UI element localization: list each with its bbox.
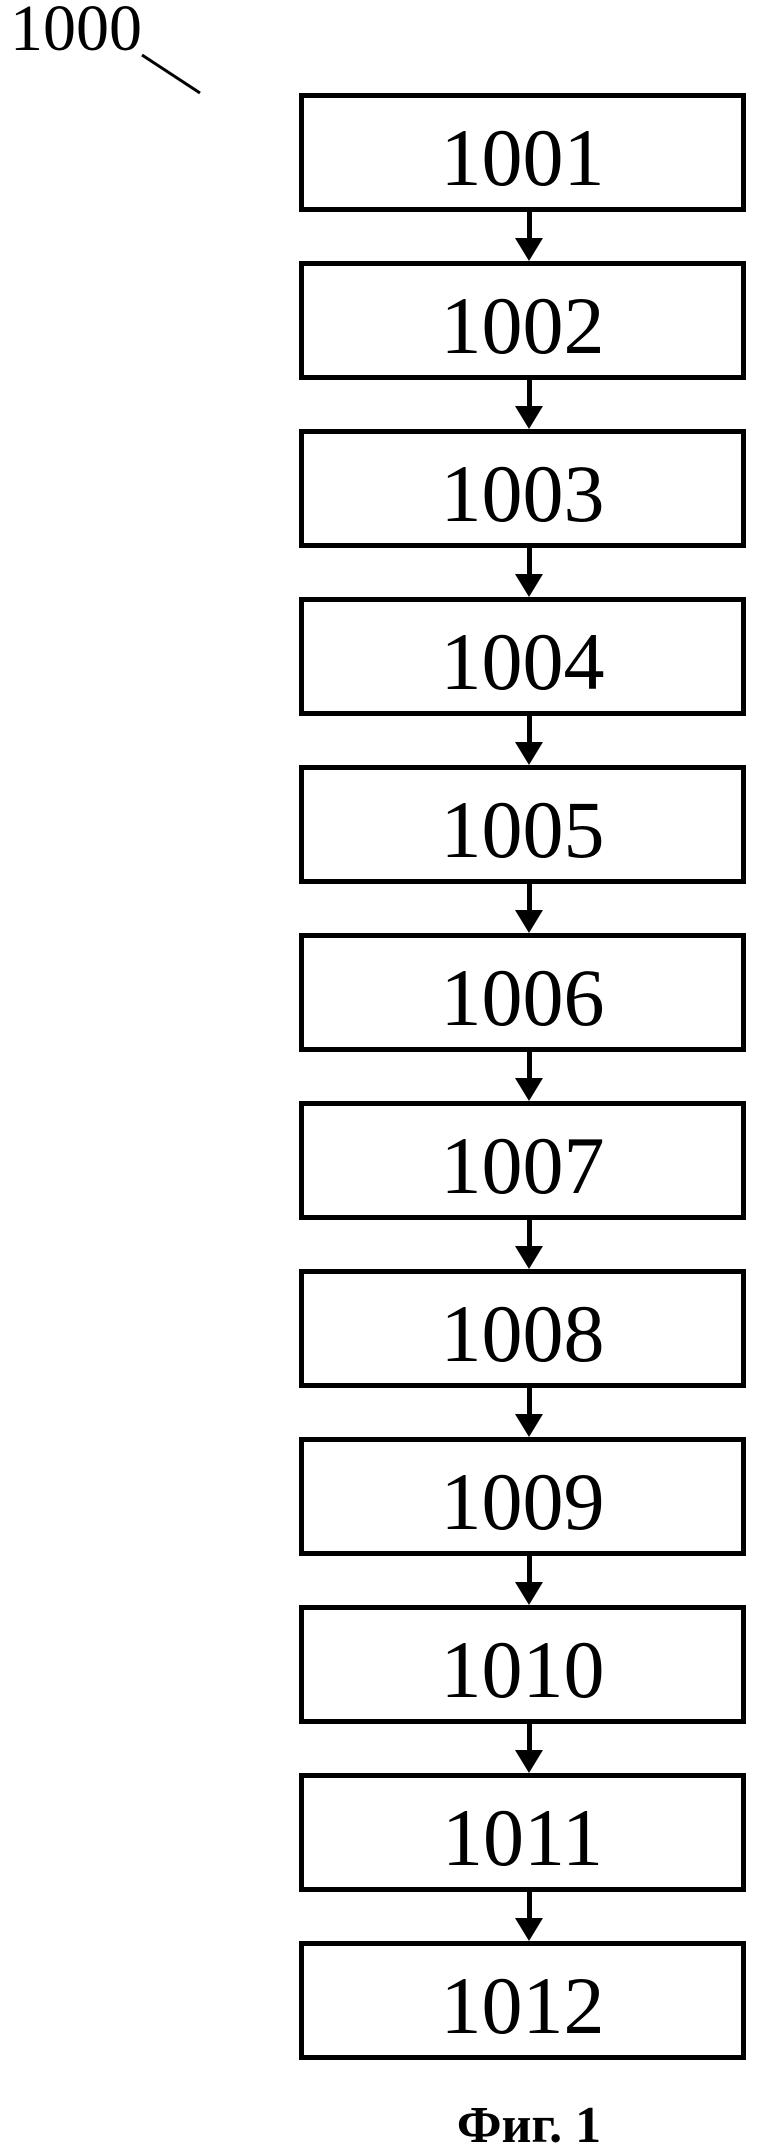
arrow-shaft (527, 1724, 532, 1752)
arrow-down-connector (299, 1220, 746, 1269)
flow-step-box: 1004 (299, 597, 746, 716)
flow-step-box: 1003 (299, 429, 746, 548)
flow-step-box: 1010 (299, 1605, 746, 1724)
arrow-down-connector (299, 1892, 746, 1941)
arrow-down-icon (515, 1246, 543, 1269)
arrow-shaft (527, 380, 532, 408)
arrow-down-connector (299, 1556, 746, 1605)
arrow-shaft (527, 1220, 532, 1248)
arrow-down-connector (299, 1724, 746, 1773)
arrow-down-icon (515, 1414, 543, 1437)
flow-step-label: 1004 (440, 615, 605, 707)
flow-step-box: 1002 (299, 261, 746, 380)
flow-step-box: 1005 (299, 765, 746, 884)
flow-step-label: 1011 (442, 1791, 603, 1883)
figure-caption: Фиг. 1 (456, 2097, 602, 2154)
flow-step-label: 1012 (440, 1959, 605, 2051)
arrow-shaft (527, 1388, 532, 1416)
flow-step-label: 1005 (440, 783, 605, 875)
flowchart-column: 1001 1002 1003 1004 1005 (299, 93, 746, 2060)
flow-step-label: 1010 (440, 1623, 605, 1715)
arrow-down-icon (515, 574, 543, 597)
arrow-shaft (527, 212, 532, 240)
arrow-down-connector (299, 1052, 746, 1101)
arrow-down-icon (515, 1918, 543, 1941)
arrow-down-icon (515, 910, 543, 933)
flow-step-box: 1007 (299, 1101, 746, 1220)
flow-step-box: 1012 (299, 1941, 746, 2060)
arrow-down-icon (515, 238, 543, 261)
flow-step-label: 1001 (440, 111, 605, 203)
flow-step-label: 1009 (440, 1455, 605, 1547)
leader-line (141, 53, 201, 95)
flow-step-label: 1002 (440, 279, 605, 371)
flow-step-label: 1008 (440, 1287, 605, 1379)
arrow-down-connector (299, 380, 746, 429)
flow-step-box: 1009 (299, 1437, 746, 1556)
flow-step-label: 1007 (440, 1119, 605, 1211)
flow-step-label: 1003 (440, 447, 605, 539)
arrow-down-connector (299, 716, 746, 765)
arrow-down-connector (299, 212, 746, 261)
flow-step-box: 1011 (299, 1773, 746, 1892)
arrow-shaft (527, 884, 532, 912)
arrow-shaft (527, 1052, 532, 1080)
arrow-down-icon (515, 1750, 543, 1773)
flow-step-label: 1006 (440, 951, 605, 1043)
arrow-shaft (527, 548, 532, 576)
arrow-down-icon (515, 1582, 543, 1605)
flow-step-box: 1001 (299, 93, 746, 212)
arrow-down-connector (299, 1388, 746, 1437)
arrow-down-connector (299, 884, 746, 933)
arrow-down-icon (515, 742, 543, 765)
arrow-down-icon (515, 406, 543, 429)
arrow-shaft (527, 1892, 532, 1920)
arrow-down-connector (299, 548, 746, 597)
flow-step-box: 1006 (299, 933, 746, 1052)
arrow-shaft (527, 1556, 532, 1584)
arrow-down-icon (515, 1078, 543, 1101)
figure-reference-number: 1000 (10, 0, 142, 65)
arrow-shaft (527, 716, 532, 744)
flow-step-box: 1008 (299, 1269, 746, 1388)
